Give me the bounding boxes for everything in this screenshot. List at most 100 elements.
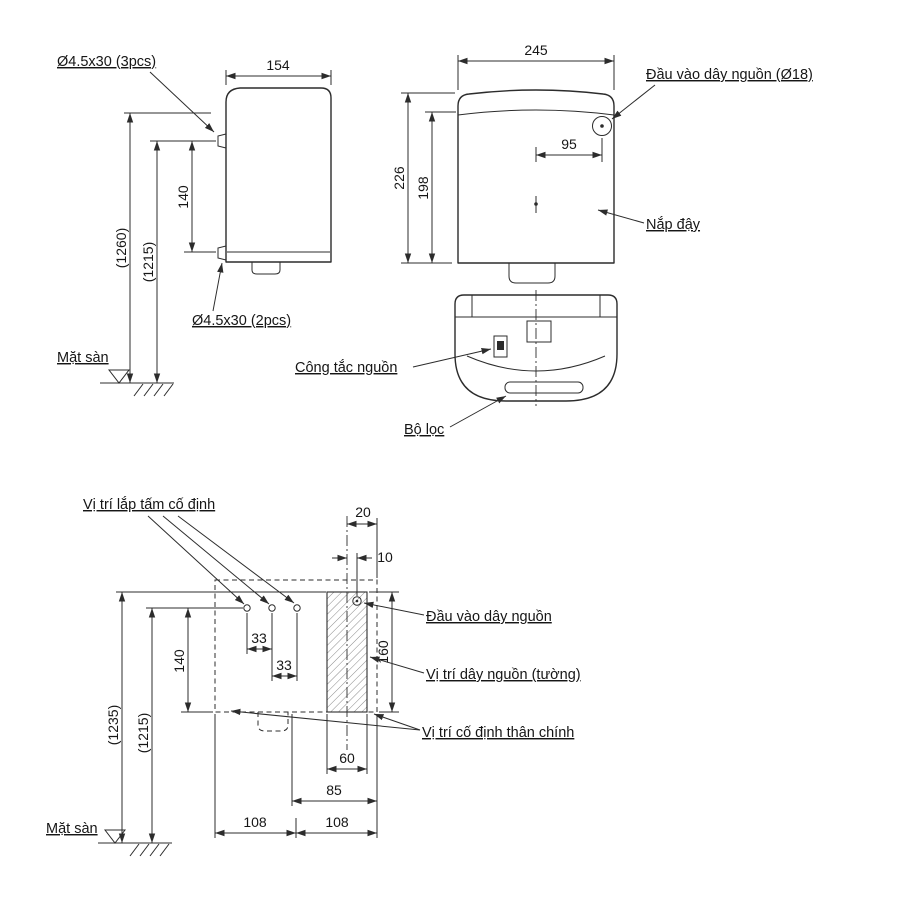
dim-inlet-offset-95: 95 [535, 136, 603, 162]
dim-width-154: 154 [225, 57, 332, 85]
label-power-inlet-front: Đầu vào dây nguồn (Ø18) [611, 67, 813, 120]
leader-arrow [162, 515, 270, 605]
front-view: 245 Đầu vào dây nguồn (Ø18) 95 226 198 [391, 42, 813, 284]
center-mark [534, 196, 538, 213]
dim-33-lower: 33 [272, 613, 298, 681]
leader-arrow [412, 348, 492, 368]
bottom-view: Công tắc nguồn Bộ lọc [295, 290, 618, 438]
filter-slot [504, 381, 584, 394]
dim-85: 85 [291, 714, 377, 806]
dim-33-upper: 33 [246, 613, 273, 681]
screw-mark [268, 604, 276, 612]
dim-text: 95 [561, 136, 577, 152]
label-text: Ø4.5x30 (2pcs) [192, 313, 291, 329]
floor-triangle-icon [103, 829, 127, 844]
mounting-tab-top [217, 133, 227, 149]
leader-arrow [147, 515, 245, 605]
fixing-plate-screws [243, 604, 301, 612]
bottom-inner-arc [466, 355, 606, 372]
dim-height-198: 198 [415, 111, 456, 263]
dim-text: (1235) [105, 705, 121, 745]
dim-text: 108 [325, 814, 349, 830]
leader-arrow [212, 262, 224, 312]
label-power-inlet-install: Đầu vào dây nguồn [363, 601, 552, 625]
label-text: Vị trí cố định thân chính [422, 725, 574, 741]
label-screws-2pcs: Ø4.5x30 (2pcs) [192, 262, 291, 329]
label-cord-wall: Vị trí dây nguồn (tường) [369, 656, 581, 683]
dim-text: (1215) [135, 713, 151, 753]
dim-108-pair: 108 108 [214, 714, 378, 838]
dim-text: 60 [339, 750, 355, 766]
leader-arrow [369, 656, 425, 674]
floor-symbol-bottom: Mặt sàn [46, 821, 172, 857]
dim-text: 20 [355, 504, 371, 520]
floor-label: Mặt sàn [46, 821, 98, 837]
dim-text: 198 [415, 176, 431, 200]
floor-hatch [133, 383, 144, 397]
device-bottom-detail-dashed [257, 712, 289, 732]
label-text: Vị trí dây nguồn (tường) [426, 667, 581, 683]
installation-view: 20 10 Vị trí lắp tấm cố định 33 [46, 496, 581, 857]
leader-arrow [611, 84, 656, 120]
label-text: Ø4.5x30 (3pcs) [57, 54, 156, 70]
dim-160: 160 [369, 591, 399, 713]
leader-arrow [597, 209, 645, 224]
label-power-switch: Công tắc nguồn [295, 348, 492, 376]
floor-label: Mặt sàn [57, 350, 109, 366]
leader-arrow [230, 708, 421, 731]
inner-component [526, 320, 552, 343]
dim-20: 20 [347, 504, 377, 528]
leader-arrow [177, 515, 295, 604]
label-fixing-plate: Vị trí lắp tấm cố định [83, 496, 295, 605]
center-mark-dot [534, 202, 538, 206]
leader-arrow [149, 71, 215, 133]
dim-text: 10 [377, 549, 393, 565]
dim-10: 10 [332, 549, 393, 596]
floor-hatch [153, 383, 164, 397]
leader-arrow [449, 395, 507, 428]
power-inlet-mark-dot [355, 599, 359, 603]
label-text: Đầu vào dây nguồn (Ø18) [646, 67, 813, 83]
mounting-tab-bottom [217, 245, 227, 261]
bottom-body-outline [454, 294, 618, 402]
dim-text: 33 [251, 630, 267, 646]
dim-text: (1215) [140, 242, 156, 282]
floor-hatch [163, 383, 174, 397]
dim-screw-spacing-140: 140 [175, 141, 216, 253]
dim-height-226: 226 [391, 92, 455, 264]
floor-triangle-icon [107, 369, 131, 384]
label-body-fixing: Vị trí cố định thân chính [230, 708, 574, 741]
power-switch-button [497, 341, 504, 350]
floor-hatch [143, 383, 154, 397]
front-body-outline [457, 89, 615, 264]
label-text: Đầu vào dây nguồn [426, 609, 552, 625]
dim-60: 60 [326, 714, 368, 774]
leader-arrow [373, 713, 421, 731]
dim-text: 108 [243, 814, 267, 830]
dim-text: 226 [391, 166, 407, 190]
dim-text: 85 [326, 782, 342, 798]
floor-symbol-top: Mặt sàn [57, 350, 174, 397]
dim-width-245: 245 [457, 42, 615, 90]
dim-1215-install: (1215) [135, 608, 156, 843]
front-bottom-protrusion [508, 263, 556, 284]
dim-height-1260: (1260) [113, 112, 211, 383]
dim-text: 33 [276, 657, 292, 673]
dim-1235-install: (1235) [105, 591, 326, 843]
dim-text: 160 [375, 640, 391, 664]
dim-text: 154 [266, 57, 290, 73]
label-text: Công tắc nguồn [295, 359, 397, 376]
label-text: Nắp đậy [646, 216, 701, 233]
dim-text: 140 [171, 649, 187, 673]
dim-text: 140 [175, 185, 191, 209]
dim-140-install: 140 [146, 607, 243, 713]
power-inlet-center-dot [600, 124, 604, 128]
side-view: 154 Ø4.5x30 (3pcs) (1260) (1215) 140 Ø4.… [57, 54, 332, 397]
leader-arrow [363, 601, 425, 616]
dim-text: (1260) [113, 228, 129, 268]
label-filter: Bộ lọc [404, 395, 507, 438]
power-switch [493, 335, 508, 358]
side-bottom-detail [251, 262, 281, 275]
